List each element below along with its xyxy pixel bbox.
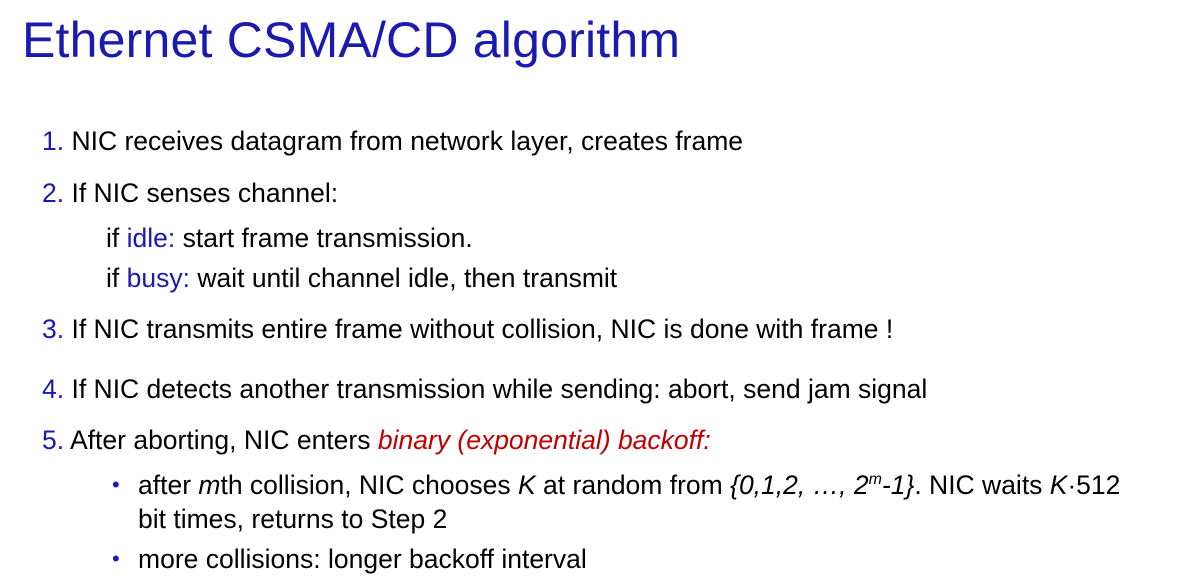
step-5-number: 5.	[42, 425, 65, 455]
bullet-1-dot: ·	[1067, 470, 1077, 500]
sub-busy-text: wait until channel idle, then transmit	[189, 263, 618, 293]
bullet-1-k: K	[518, 470, 536, 500]
step-4: 4. If NIC detects another transmission w…	[42, 372, 927, 406]
step-3-text: If NIC transmits entire frame without co…	[64, 314, 894, 344]
bullet-1-line-2: bit times, returns to Step 2	[138, 504, 448, 534]
slide-title: Ethernet CSMA/CD algorithm	[22, 12, 681, 68]
step-3-number: 3.	[42, 314, 65, 344]
bullet-dot-2: •	[112, 546, 120, 571]
sub-idle-text: start frame transmission.	[175, 223, 473, 253]
bullet-dot-1: •	[112, 472, 120, 497]
bullet-1-superscript: m	[868, 471, 882, 488]
step-2: 2. If NIC senses channel:	[42, 176, 338, 210]
bullet-1-set: {0,1,2, …, 2	[730, 470, 869, 500]
sub-item-idle: if idle: start frame transmission.	[106, 221, 473, 255]
step-4-text: If NIC detects another transmission whil…	[64, 374, 928, 404]
bullet-1-number: 512	[1076, 470, 1121, 500]
step-2-text: If NIC senses channel:	[64, 178, 339, 208]
step-2-number: 2.	[42, 178, 65, 208]
bullet-1-line-1: after mth collision, NIC chooses K at ra…	[138, 468, 1120, 507]
bullet-1-part: . NIC waits	[914, 470, 1050, 500]
step-5-emphasis: binary (exponential) backoff:	[377, 425, 711, 455]
sub-item-busy: if busy: wait until channel idle, then t…	[106, 261, 617, 295]
bullet-1-k2: K	[1049, 470, 1068, 500]
bullet-1-part: after	[138, 470, 199, 500]
step-1-text: NIC receives datagram from network layer…	[64, 126, 744, 156]
sub-busy-keyword: busy:	[126, 263, 190, 293]
bullet-1-part: th collision, NIC chooses	[220, 470, 518, 500]
step-5: 5. After aborting, NIC enters binary (ex…	[42, 423, 711, 457]
sub-busy-if: if	[106, 263, 127, 293]
step-1: 1. NIC receives datagram from network la…	[42, 124, 743, 158]
bullet-1-m: m	[198, 470, 221, 500]
sub-idle-if: if	[106, 223, 127, 253]
bullet-1-set-end: -1}	[881, 470, 915, 500]
step-4-number: 4.	[42, 374, 65, 404]
step-1-number: 1.	[42, 126, 65, 156]
bullet-2-text: more collisions: longer backoff interval	[138, 544, 587, 574]
step-5-text: After aborting, NIC enters	[64, 425, 378, 455]
bullet-1-part: at random from	[535, 470, 731, 500]
step-3: 3. If NIC transmits entire frame without…	[42, 312, 893, 346]
sub-idle-keyword: idle:	[126, 223, 176, 253]
